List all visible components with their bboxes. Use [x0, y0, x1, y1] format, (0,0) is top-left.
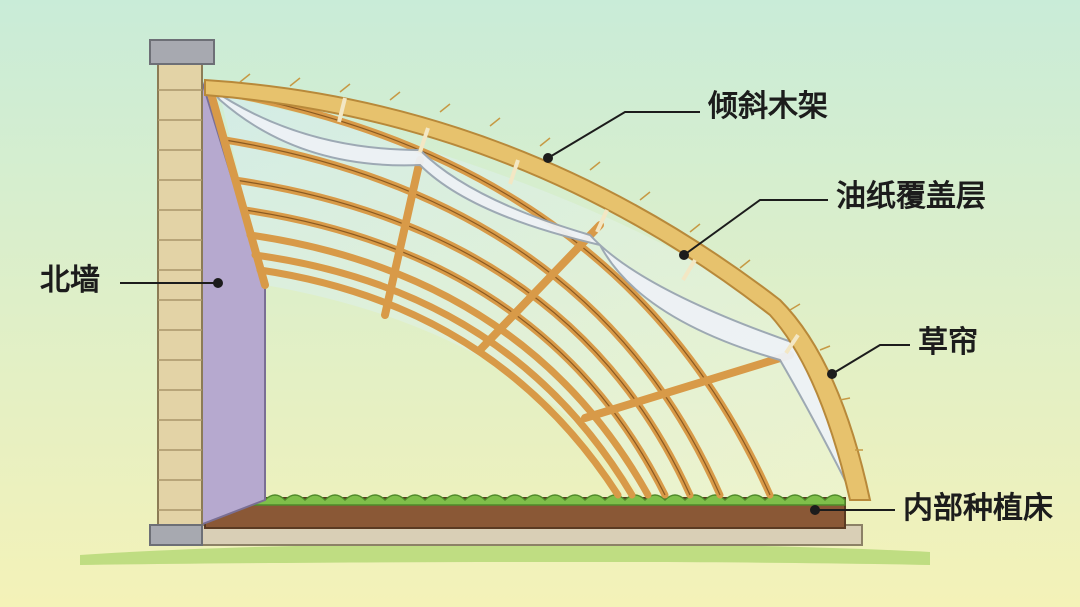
label-sloped-frame: 倾斜木架 [708, 89, 828, 124]
leader-lines [120, 111, 910, 511]
straw-curtain [204, 78, 872, 501]
leader-straw [831, 344, 910, 375]
planting-bed-greens [204, 494, 846, 506]
straw-texture [239, 73, 863, 451]
label-planting-bed: 内部种植床 [903, 491, 1053, 526]
label-straw-curtain: 草帘 [918, 325, 978, 360]
leader-frame [547, 111, 700, 159]
straw-ties [337, 97, 800, 355]
leader-film [683, 199, 828, 256]
ground-grass [80, 543, 930, 565]
cross-braces [206, 86, 794, 422]
leader-dots [213, 153, 837, 515]
label-film-cover: 油纸覆盖层 [836, 179, 986, 214]
label-north-wall: 北墙 [40, 263, 100, 298]
north-wall-bricks [149, 39, 215, 546]
